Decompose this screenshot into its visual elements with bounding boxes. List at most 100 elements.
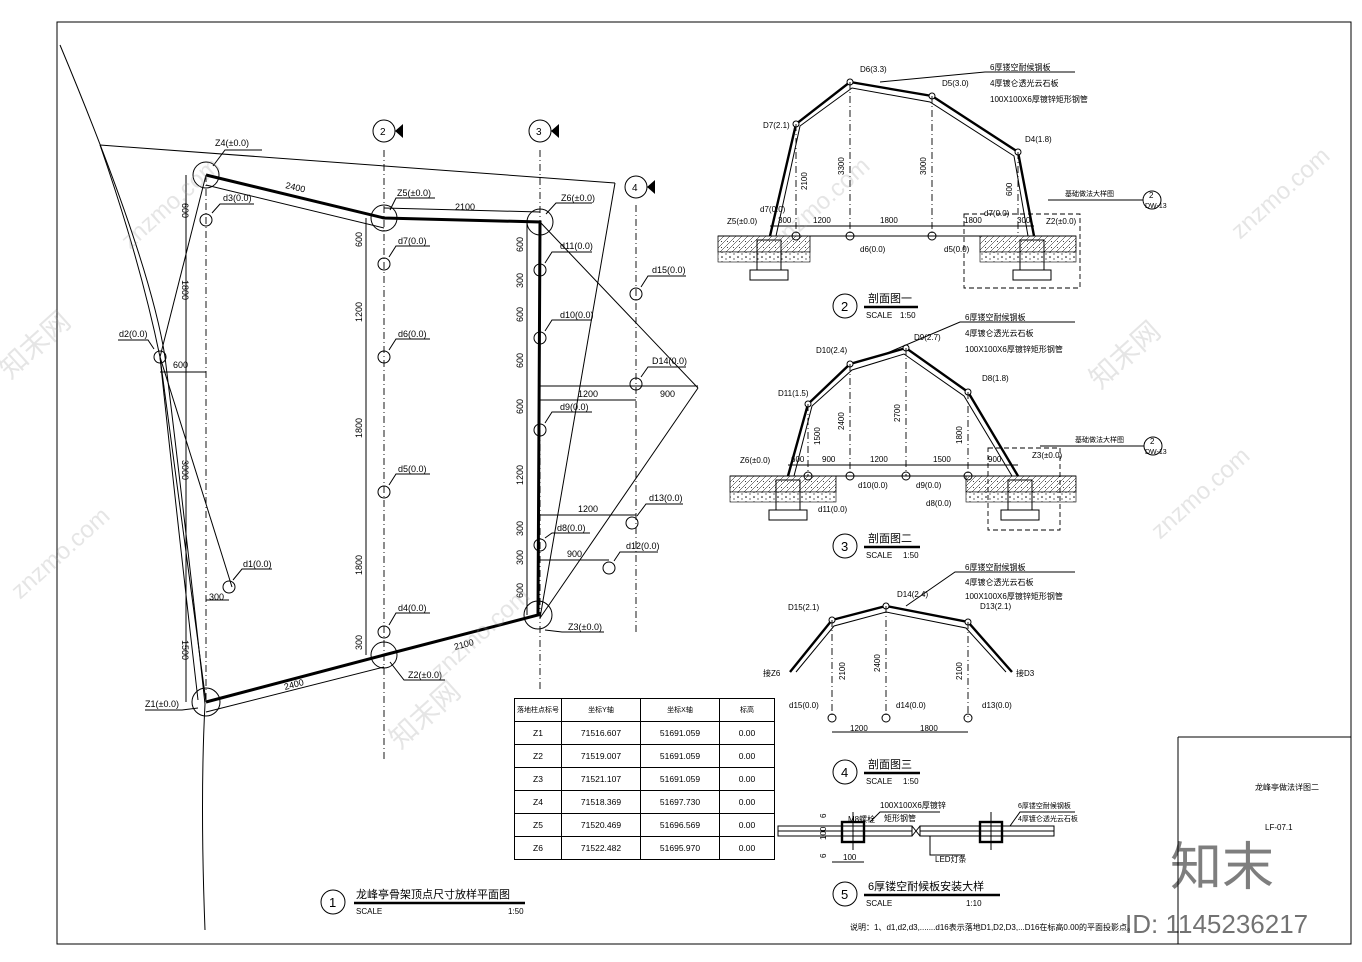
svg-text:300: 300 <box>515 550 525 565</box>
svg-text:Z5(±0.0): Z5(±0.0) <box>397 188 431 198</box>
svg-text:1500: 1500 <box>180 640 190 660</box>
svg-text:znzmo.com: znzmo.com <box>1146 442 1255 544</box>
svg-text:100X100X6厚镀锌矩形钢管: 100X100X6厚镀锌矩形钢管 <box>965 344 1063 354</box>
svg-text:D14(2.4): D14(2.4) <box>897 590 928 599</box>
svg-text:D14(0.0): D14(0.0) <box>652 356 687 366</box>
svg-text:1500: 1500 <box>813 427 822 445</box>
svg-text:1800: 1800 <box>964 216 982 225</box>
svg-text:D5(3.0): D5(3.0) <box>942 79 969 88</box>
svg-text:300: 300 <box>354 635 364 650</box>
svg-text:1800: 1800 <box>920 724 938 733</box>
svg-text:d10(0.0): d10(0.0) <box>560 310 594 320</box>
svg-text:4: 4 <box>632 183 638 194</box>
svg-text:300: 300 <box>515 521 525 536</box>
svg-text:d8(0.0): d8(0.0) <box>557 523 586 533</box>
svg-text:1200: 1200 <box>578 389 598 399</box>
svg-text:1800: 1800 <box>180 280 190 300</box>
svg-text:龙峰亭做法详图二: 龙峰亭做法详图二 <box>1255 782 1319 792</box>
svg-text:1:50: 1:50 <box>508 907 524 916</box>
svg-text:600: 600 <box>515 583 525 598</box>
svg-text:d3(0.0): d3(0.0) <box>223 193 252 203</box>
svg-text:SCALE: SCALE <box>866 311 892 320</box>
detail-5: M8螺栓 100X100X6厚镀锌 矩形钢管 6厚镂空耐候钢板 4厚镀仑透光云石… <box>777 800 1078 908</box>
svg-text:Z5(±0.0): Z5(±0.0) <box>727 217 758 226</box>
svg-text:d11(0.0): d11(0.0) <box>818 505 848 514</box>
svg-text:d1(0.0): d1(0.0) <box>243 559 272 569</box>
svg-text:d4(0.0): d4(0.0) <box>398 603 427 613</box>
svg-text:d5(0.0): d5(0.0) <box>398 464 427 474</box>
svg-text:600: 600 <box>180 203 190 218</box>
svg-text:znzmo.com: znzmo.com <box>116 152 225 254</box>
svg-text:d6(0.0): d6(0.0) <box>860 245 886 254</box>
svg-text:d15(0.0): d15(0.0) <box>652 265 686 275</box>
svg-text:D9(2.7): D9(2.7) <box>914 333 941 342</box>
svg-text:D13(2.1): D13(2.1) <box>980 602 1011 611</box>
svg-text:1:50: 1:50 <box>903 551 919 560</box>
svg-text:d14(0.0): d14(0.0) <box>896 701 926 710</box>
svg-text:SCALE: SCALE <box>866 777 892 786</box>
svg-text:600: 600 <box>354 232 364 247</box>
svg-text:znzmo.com: znzmo.com <box>766 152 875 254</box>
svg-text:600: 600 <box>515 237 525 252</box>
svg-text:6: 6 <box>819 853 828 858</box>
svg-text:2400: 2400 <box>837 412 846 430</box>
svg-text:d9(0.0): d9(0.0) <box>916 481 942 490</box>
svg-text:d9(0.0): d9(0.0) <box>560 402 589 412</box>
svg-text:D7(2.1): D7(2.1) <box>763 121 790 130</box>
svg-text:2100: 2100 <box>838 662 847 680</box>
svg-text:d7(0.0): d7(0.0) <box>398 236 427 246</box>
svg-text:剖面图一: 剖面图一 <box>868 291 912 305</box>
svg-text:2100: 2100 <box>800 172 809 190</box>
svg-text:DW-13: DW-13 <box>1145 203 1167 210</box>
svg-text:2100: 2100 <box>955 662 964 680</box>
section-2: D10(2.4) D9(2.7) D11(1.5) D8(1.8) Z6(±0.… <box>729 312 1167 560</box>
svg-text:1:50: 1:50 <box>903 777 919 786</box>
svg-text:接D3: 接D3 <box>1016 668 1035 678</box>
svg-text:600: 600 <box>791 455 805 464</box>
svg-text:3: 3 <box>536 127 542 138</box>
svg-text:知末: 知末 <box>1170 839 1274 897</box>
svg-text:4厚镀仑透光云石板: 4厚镀仑透光云石板 <box>990 78 1058 88</box>
svg-text:900: 900 <box>660 389 675 399</box>
svg-text:Z2(±0.0): Z2(±0.0) <box>408 670 442 680</box>
section-1: D6(3.3) D5(3.0) D7(2.1) D4(1.8) d7(0.0) … <box>717 62 1167 320</box>
svg-text:1:10: 1:10 <box>966 899 982 908</box>
svg-text:2400: 2400 <box>285 180 307 194</box>
svg-text:d5(0.0): d5(0.0) <box>944 245 970 254</box>
axis-bubble-3: 3 <box>528 119 559 143</box>
svg-text:D10(2.4): D10(2.4) <box>816 346 847 355</box>
svg-text:1800: 1800 <box>880 216 898 225</box>
svg-text:Z4(±0.0): Z4(±0.0) <box>215 138 249 148</box>
svg-text:SCALE: SCALE <box>866 551 892 560</box>
table-header: 标高 <box>719 698 775 722</box>
svg-text:剖面图二: 剖面图二 <box>868 531 912 545</box>
svg-text:D6(3.3): D6(3.3) <box>860 65 887 74</box>
svg-text:1200: 1200 <box>354 302 364 322</box>
svg-text:6厚镂空耐候钢板: 6厚镂空耐候钢板 <box>965 562 1025 572</box>
svg-text:d2(0.0): d2(0.0) <box>119 329 148 339</box>
svg-text:LF-07.1: LF-07.1 <box>1265 823 1293 832</box>
svg-text:1800: 1800 <box>955 426 964 444</box>
svg-text:3000: 3000 <box>919 157 928 175</box>
svg-text:300: 300 <box>515 273 525 288</box>
svg-text:4: 4 <box>841 765 848 780</box>
general-note: 说明：1、d1,d2,d3,.......d16表示落地D1,D2,D3,...… <box>850 922 1135 932</box>
svg-text:d8(0.0): d8(0.0) <box>926 499 952 508</box>
svg-text:3: 3 <box>841 539 848 554</box>
svg-text:3000: 3000 <box>180 460 190 480</box>
svg-text:Z1(±0.0): Z1(±0.0) <box>145 699 179 709</box>
svg-text:基础做法大样图: 基础做法大样图 <box>1075 435 1124 444</box>
svg-text:D8(1.8): D8(1.8) <box>982 374 1009 383</box>
svg-text:d7(0.0): d7(0.0) <box>760 205 786 214</box>
title-block: 龙峰亭做法详图二 LF-07.1 <box>1177 736 1351 944</box>
svg-text:1200: 1200 <box>578 504 598 514</box>
svg-text:ID: 1145236217: ID: 1145236217 <box>1125 909 1308 939</box>
svg-text:SCALE: SCALE <box>866 899 892 908</box>
svg-text:znzmo.com: znzmo.com <box>6 502 115 604</box>
svg-text:Z3(±0.0): Z3(±0.0) <box>1032 451 1063 460</box>
